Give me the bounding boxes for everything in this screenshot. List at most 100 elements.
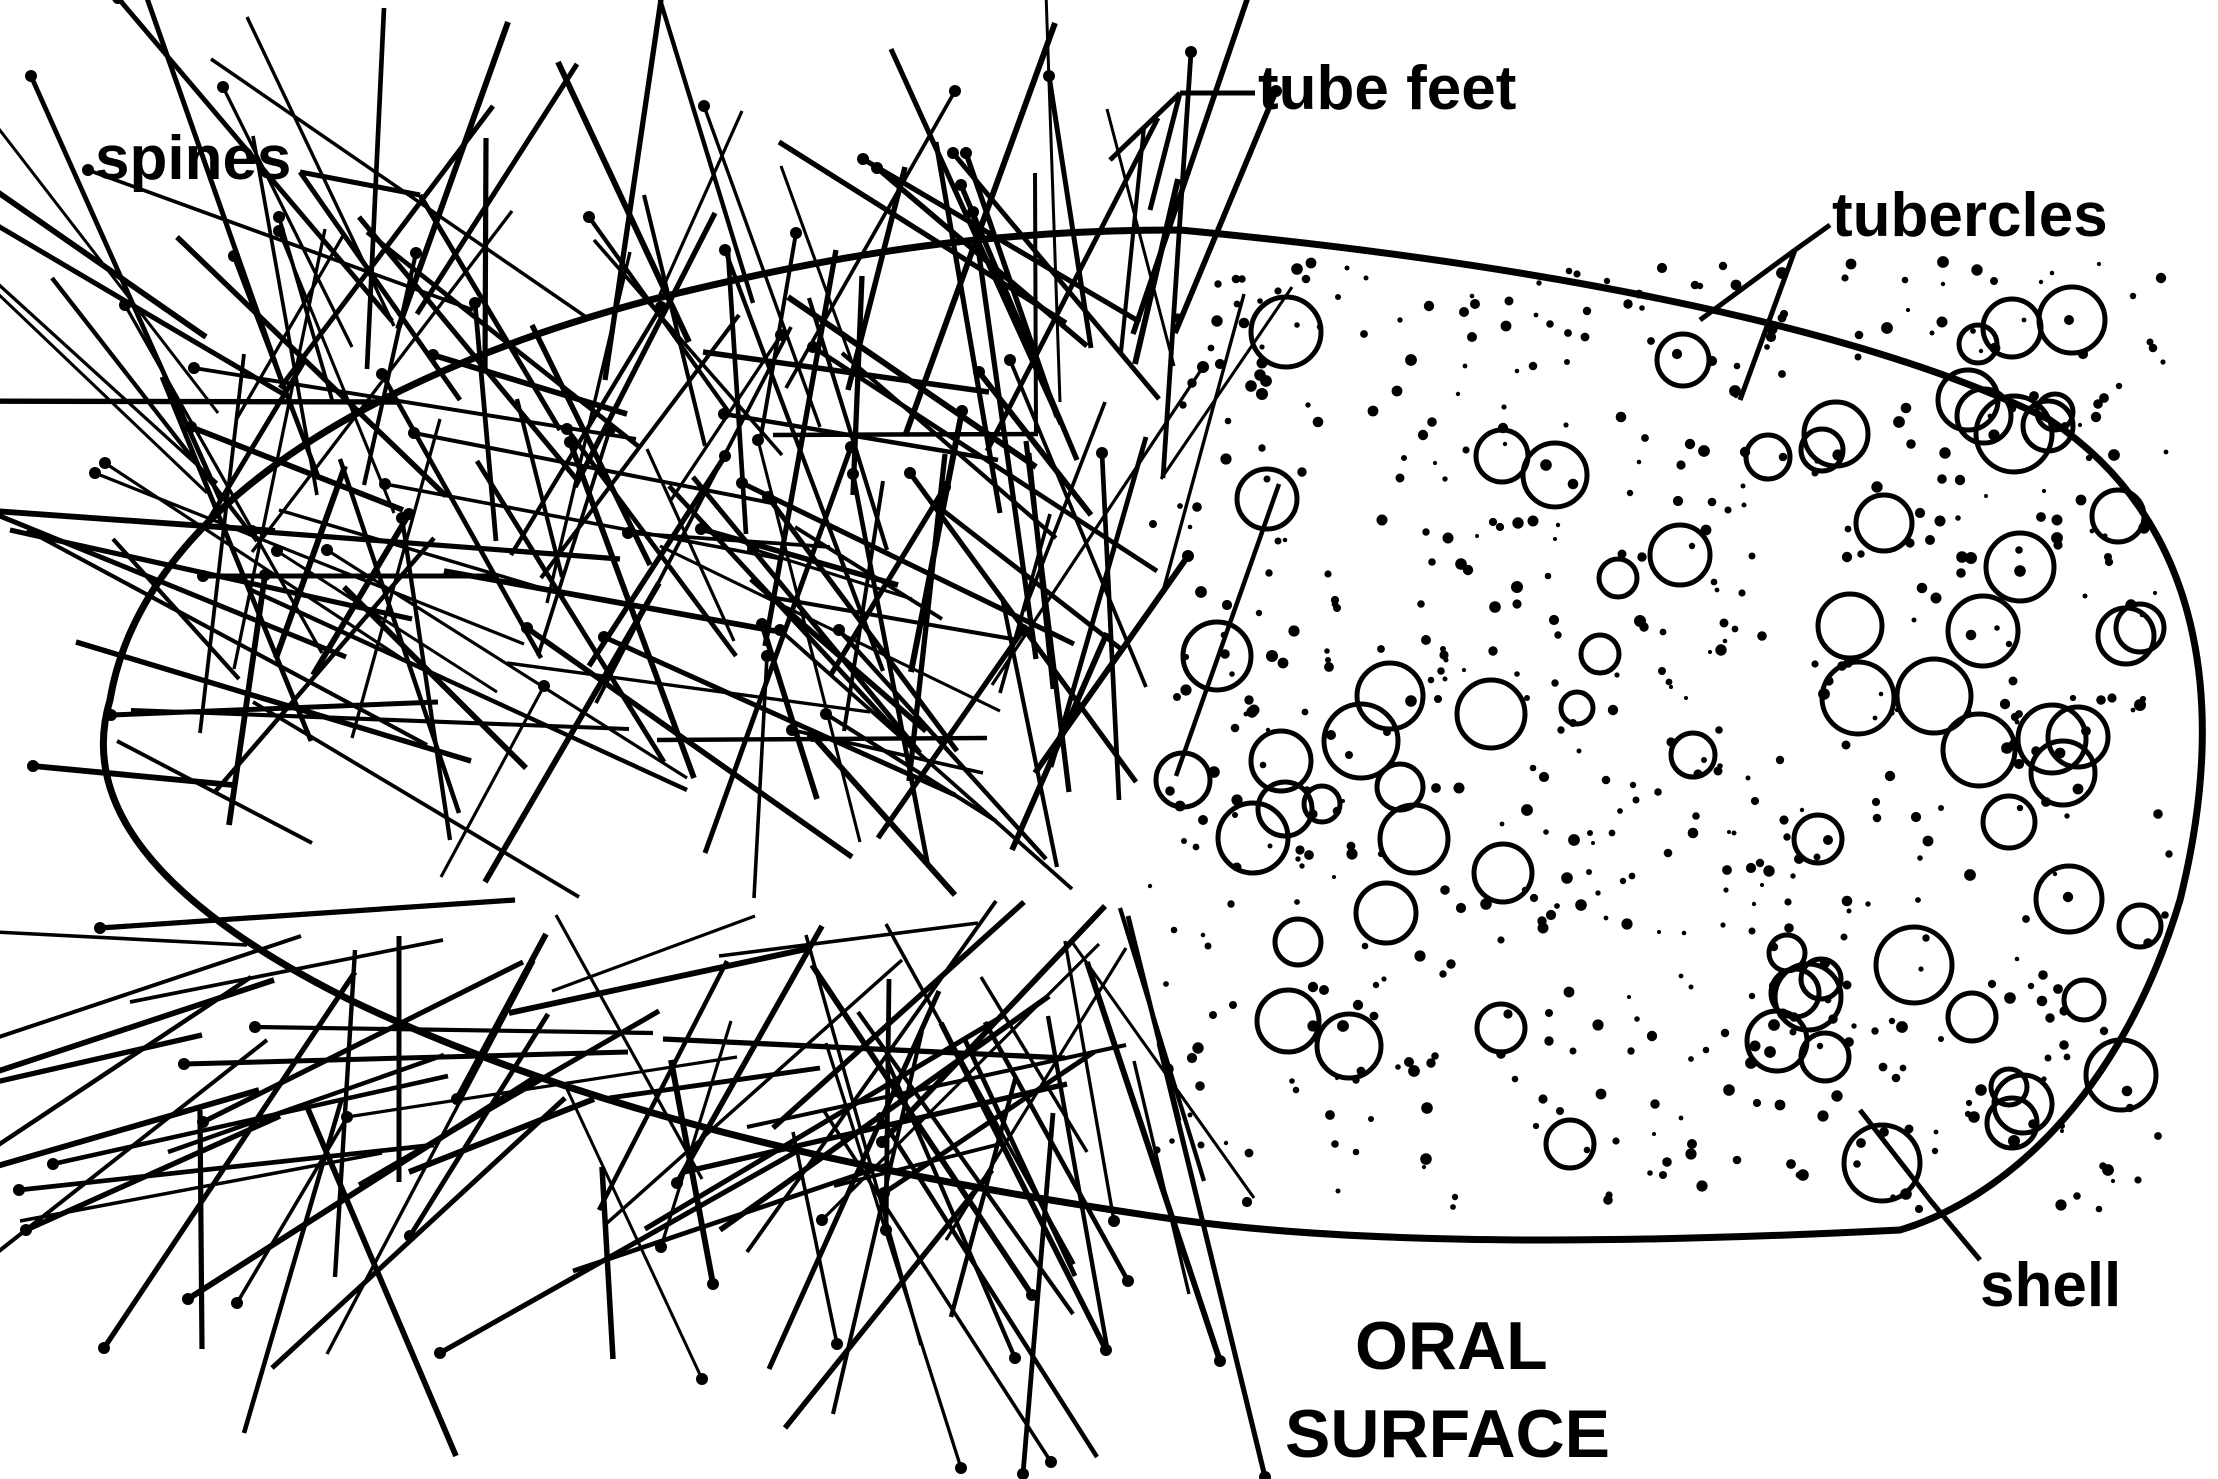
stipple-dot bbox=[2059, 1123, 2065, 1129]
stipple-dot bbox=[1214, 280, 1221, 287]
stipple-dot bbox=[1784, 898, 1791, 905]
stipple-dot bbox=[1242, 1197, 1252, 1207]
stipple-dot bbox=[1971, 264, 1982, 275]
stipple-dot bbox=[2161, 911, 2169, 919]
stipple-dot bbox=[2009, 677, 2018, 686]
stipple-dot bbox=[1233, 863, 1242, 872]
stipple-dot bbox=[2010, 406, 2016, 412]
stipple-dot bbox=[1778, 1009, 1789, 1020]
stipple-dot bbox=[1496, 1049, 1506, 1059]
stipple-dot bbox=[1608, 705, 1618, 715]
stipple-dot bbox=[1245, 1149, 1254, 1158]
tube-foot-tip bbox=[178, 1058, 190, 1070]
stipple-dot bbox=[1637, 460, 1642, 465]
stipple-dot bbox=[1915, 897, 1921, 903]
stipple-dot bbox=[1434, 695, 1442, 703]
tube-foot-tip bbox=[1096, 447, 1108, 459]
stipple-dot bbox=[1828, 1014, 1837, 1023]
stipple-dot bbox=[1676, 460, 1685, 469]
stipple-dot bbox=[1592, 1019, 1603, 1030]
tube-foot-tip bbox=[94, 922, 106, 934]
stipple-dot bbox=[1750, 1041, 1761, 1052]
stipple-dot bbox=[2149, 344, 2158, 353]
tube-foot-tip bbox=[1122, 1275, 1134, 1287]
stipple-dot bbox=[1428, 677, 1435, 684]
stipple-dot bbox=[2154, 1132, 2162, 1140]
stipple-dot bbox=[1979, 349, 1983, 353]
stipple-dot bbox=[1268, 844, 1273, 849]
stipple-dot bbox=[2011, 713, 2019, 721]
stipple-dot bbox=[2064, 315, 2074, 325]
tubercles-leader bbox=[1795, 225, 1830, 250]
stipple-dot bbox=[2008, 1135, 2020, 1147]
stipple-dot bbox=[1912, 618, 1917, 623]
stipple-dot bbox=[1633, 797, 1640, 804]
stipple-dot bbox=[1892, 1074, 1901, 1083]
stipple-dot bbox=[1244, 695, 1253, 704]
stipple-dot bbox=[1918, 966, 1923, 971]
stipple-dot bbox=[1689, 985, 1694, 990]
tube-foot-tip bbox=[271, 545, 283, 557]
stipple-dot bbox=[1664, 849, 1673, 858]
stipple-dot bbox=[1443, 533, 1454, 544]
stipple-dot bbox=[1231, 724, 1240, 733]
stipple-dot bbox=[1637, 552, 1646, 561]
stipple-dot bbox=[1698, 445, 1710, 457]
tube-foot-tip bbox=[1009, 1352, 1021, 1364]
stipple-dot bbox=[1368, 406, 1379, 417]
stipple-dot bbox=[1811, 660, 1818, 667]
stipple-dot bbox=[1881, 322, 1893, 334]
stipple-dot bbox=[2165, 850, 2172, 857]
stipple-dot bbox=[1641, 434, 1649, 442]
stipple-dot bbox=[1265, 569, 1272, 576]
stipple-dot bbox=[1749, 928, 1756, 935]
stipple-dot bbox=[1627, 490, 1633, 496]
stipple-dot bbox=[2001, 747, 2006, 752]
stipple-dot bbox=[1723, 639, 1728, 644]
stipple-dot bbox=[1302, 709, 1309, 716]
stipple-dot bbox=[2009, 740, 2017, 748]
stipple-dot bbox=[1260, 762, 1267, 769]
stipple-dot bbox=[1778, 314, 1787, 323]
stipple-dot bbox=[1581, 333, 1590, 342]
stipple-dot bbox=[1711, 579, 1718, 586]
stipple-dot bbox=[1515, 369, 1520, 374]
stipple-dot bbox=[1715, 726, 1723, 734]
stipple-dot bbox=[2004, 992, 2016, 1004]
stipple-dot bbox=[1346, 848, 1357, 859]
stipple-dot bbox=[1990, 277, 1998, 285]
stipple-dot bbox=[1889, 1018, 1895, 1024]
stipple-dot bbox=[1538, 923, 1549, 934]
stipple-dot bbox=[1723, 1084, 1735, 1096]
stipple-dot bbox=[1634, 1016, 1640, 1022]
stipple-dot bbox=[1488, 646, 1497, 655]
stipple-dot bbox=[1360, 330, 1368, 338]
stipple-dot bbox=[2014, 759, 2024, 769]
stipple-dot bbox=[1511, 581, 1523, 593]
tube-foot-tip bbox=[89, 467, 101, 479]
stipple-dot bbox=[1890, 1194, 1895, 1199]
stipple-dot bbox=[1325, 657, 1331, 663]
stipple-dot bbox=[1553, 537, 1557, 541]
tube-foot-tip bbox=[707, 1278, 719, 1290]
stipple-dot bbox=[1708, 498, 1717, 507]
tube-foot-tip bbox=[105, 709, 117, 721]
stipple-dot bbox=[1420, 1153, 1432, 1165]
tube-foot-tip bbox=[82, 164, 94, 176]
stipple-dot bbox=[2045, 1013, 2054, 1022]
stipple-dot bbox=[2036, 512, 2046, 522]
spine bbox=[409, 1099, 594, 1172]
stipple-dot bbox=[1370, 1012, 1379, 1021]
stipple-dot bbox=[2091, 412, 2101, 422]
stipple-dot bbox=[2039, 280, 2043, 284]
stipple-dot bbox=[1564, 329, 1572, 337]
stipple-dot bbox=[1426, 1058, 1435, 1067]
tube-foot-tip bbox=[197, 570, 209, 582]
stipple-dot bbox=[2042, 489, 2046, 493]
stipple-dot bbox=[2006, 641, 2012, 647]
stipple-dot bbox=[2073, 1192, 2081, 1200]
tube-foot-tip bbox=[521, 622, 533, 634]
stipple-dot bbox=[1779, 815, 1788, 824]
stipple-dot bbox=[1789, 1012, 1798, 1021]
stipple-dot bbox=[2097, 262, 2101, 266]
